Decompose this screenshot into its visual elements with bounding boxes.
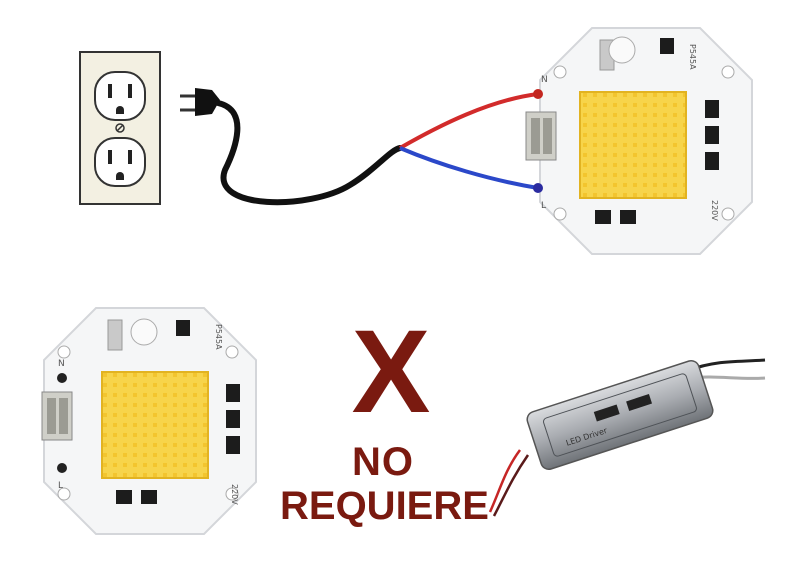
terminal-n-label: N <box>541 75 548 85</box>
power-plug <box>180 88 220 116</box>
voltage-label: 220V <box>710 200 719 221</box>
live-wire <box>399 92 539 150</box>
strike-mark: X <box>351 306 431 438</box>
power-cord <box>215 100 403 206</box>
terminal-n-dot <box>57 373 67 383</box>
led-driver-box: LED Driver <box>488 358 766 517</box>
caption-no: NO <box>352 440 414 484</box>
terminal-l-label: L <box>541 201 546 211</box>
socket-bottom <box>94 137 146 187</box>
terminal-l-dot <box>57 463 67 473</box>
socket-top <box>94 71 146 121</box>
led-chip <box>579 91 687 199</box>
outlet-screw <box>115 123 125 133</box>
terminal-l-dot <box>533 183 543 193</box>
wall-outlet <box>79 51 161 205</box>
terminal-l-label: L <box>58 481 63 491</box>
rating-label: P545A <box>688 44 697 70</box>
neutral-wire <box>399 146 539 190</box>
voltage-label: 220V <box>230 484 239 505</box>
led-chip <box>101 371 209 479</box>
cob-module-bottom: N L P545A 220V <box>41 307 257 535</box>
terminal-n-dot <box>533 89 543 99</box>
cob-module-top: N L P545A 220V <box>525 27 753 255</box>
terminal-n-label: N <box>58 359 65 369</box>
caption-requiere: REQUIERE <box>280 484 489 528</box>
rating-label: P545A <box>214 324 223 350</box>
